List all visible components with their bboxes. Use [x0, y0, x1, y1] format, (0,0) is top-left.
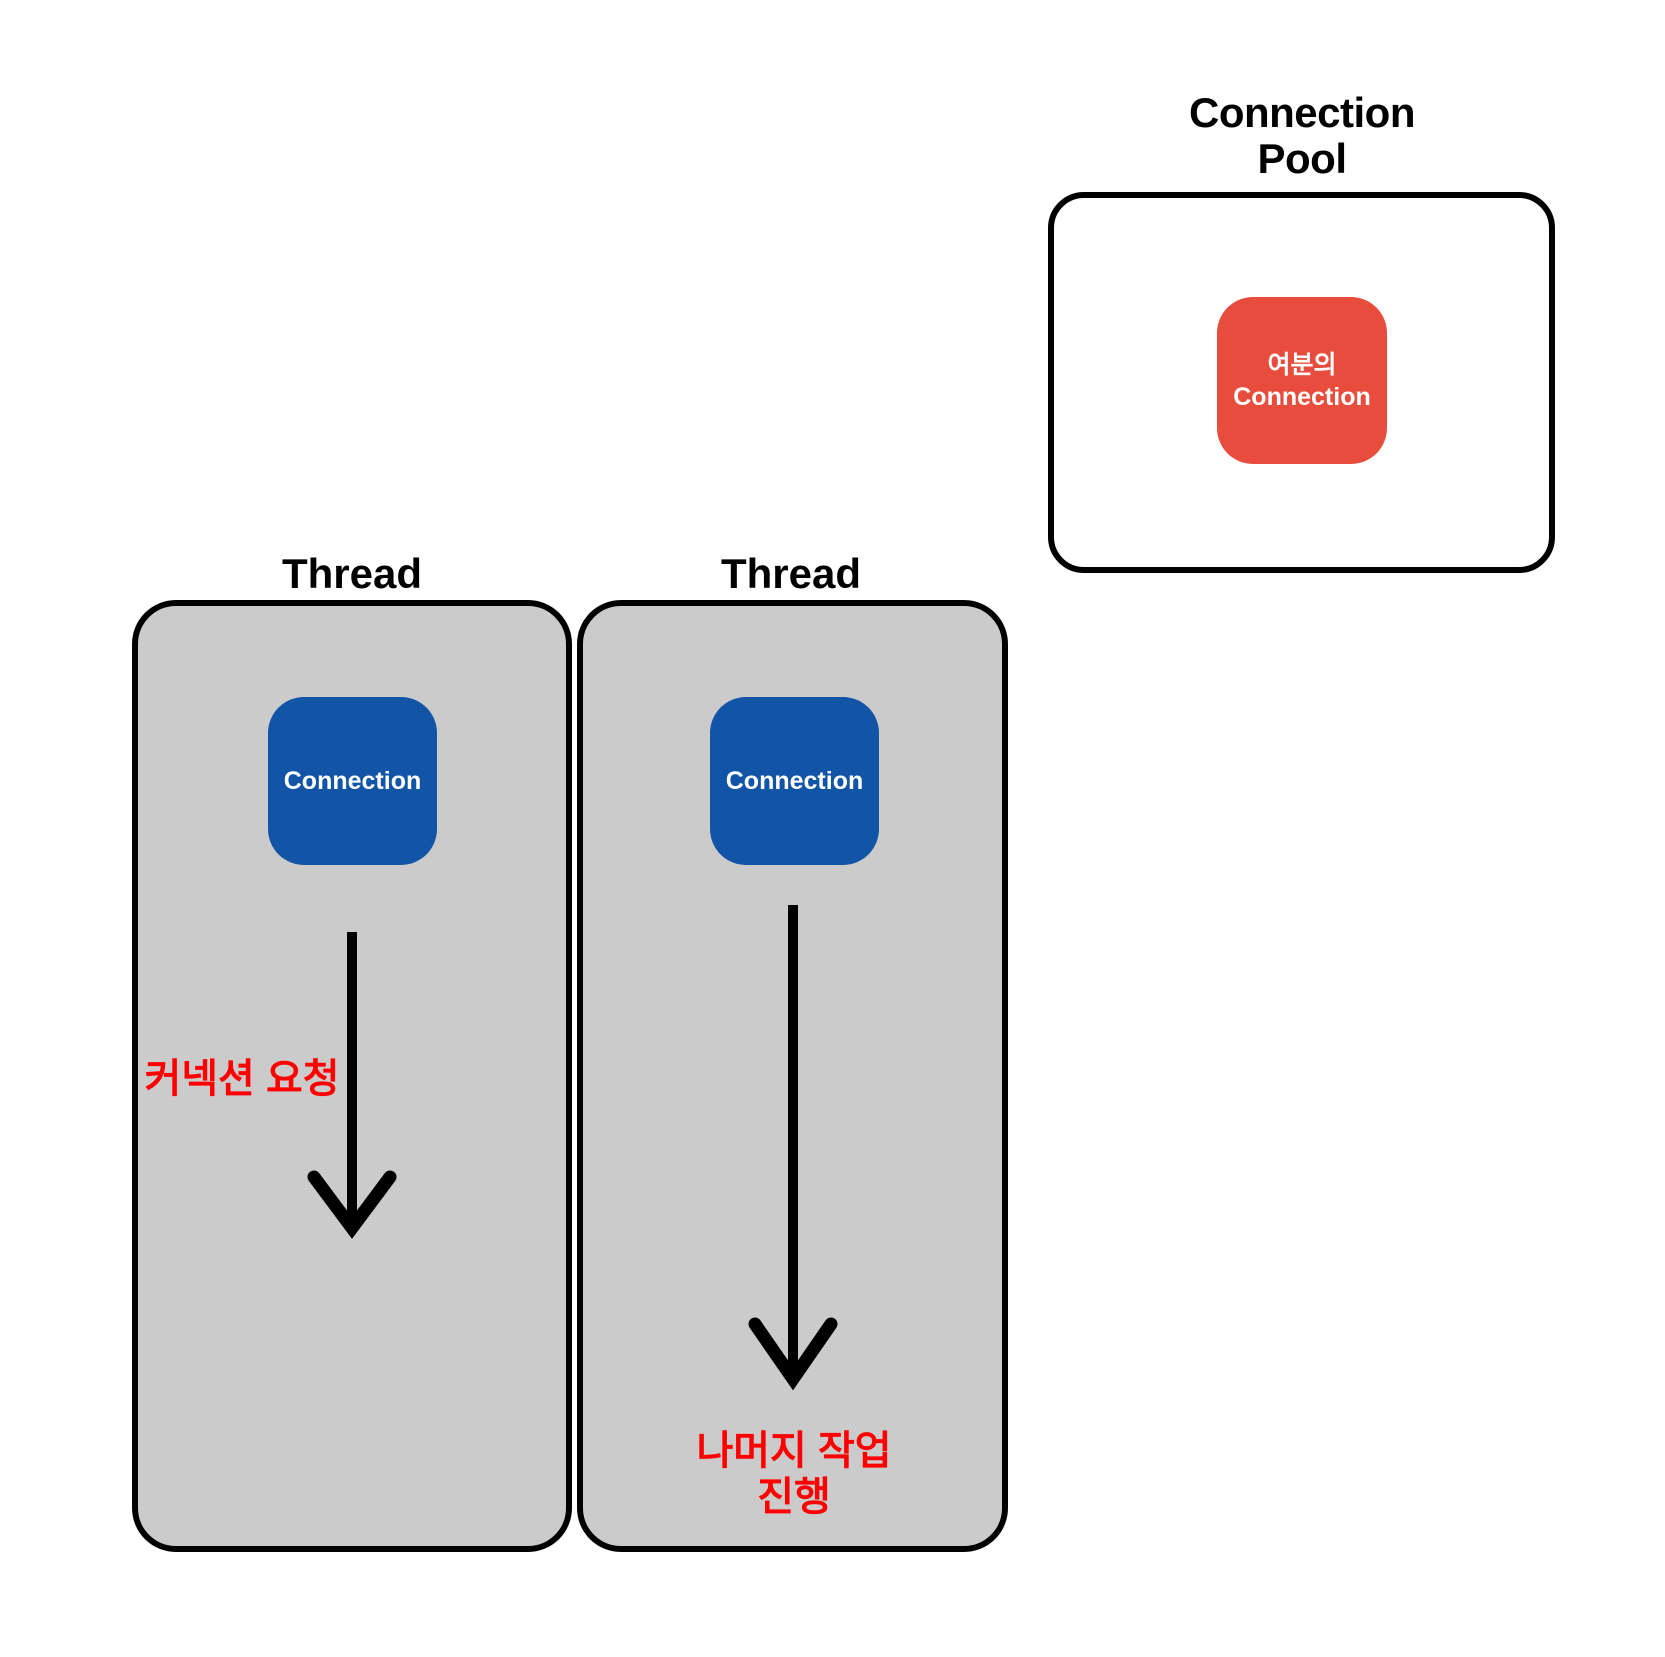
down-arrow-icon [748, 905, 838, 1391]
spare-connection-label-line1: 여분의 [1267, 350, 1337, 379]
spare-connection-node: 여분의 Connection [1217, 297, 1387, 464]
thread-left-annotation: 커넥션 요청 [122, 1056, 362, 1102]
thread-right-annotation: 나머지 작업 진행 [644, 1428, 944, 1520]
thread-right-annotation-line1: 나머지 작업 [696, 1429, 892, 1473]
thread-right-connection-node: Connection [710, 697, 879, 865]
connection-pool-box: 여분의 Connection [1048, 192, 1555, 573]
connection-pool-title-line2: Pool [1257, 135, 1348, 182]
thread-right-title: Thread [720, 550, 862, 597]
thread-left-box: Connection 커넥션 요청 [132, 600, 572, 1552]
connection-pool-title-line1: Connection [1189, 89, 1415, 136]
thread-left-annotation-text: 커넥션 요청 [144, 1057, 340, 1101]
thread-left-title: Thread [281, 550, 423, 597]
thread-right-connection-label: Connection [725, 767, 864, 795]
connection-pool-title: Connection Pool [1102, 90, 1502, 182]
thread-left-connection-label: Connection [283, 767, 422, 795]
thread-right-annotation-line2: 진행 [757, 1475, 831, 1519]
thread-left-connection-node: Connection [268, 697, 437, 865]
spare-connection-label-line2: Connection [1233, 382, 1371, 411]
down-arrow-icon [307, 932, 397, 1239]
thread-right-box: Connection 나머지 작업 진행 [577, 600, 1008, 1552]
